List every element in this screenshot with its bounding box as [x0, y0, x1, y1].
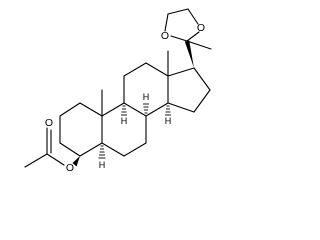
c17-wedge-bond [184, 40, 194, 68]
ring-b-bond [123, 102, 147, 117]
c5-h-label: H [99, 160, 106, 170]
ring-b-bond [101, 102, 125, 117]
acetyl-methyl-bond [24, 153, 48, 168]
ring-d-bond [167, 102, 195, 113]
ring-c-bond [145, 62, 169, 77]
dioxolane-bond [186, 31, 200, 42]
c9-h-label: H [121, 116, 128, 126]
ring-a-bond [59, 142, 81, 157]
structure-canvas: O O O O H H H H [24, 8, 212, 174]
ring-c-bond [145, 102, 169, 117]
ring-d-bond [167, 67, 195, 77]
ring-a-bond [79, 142, 103, 157]
ring-a-bond [59, 102, 81, 117]
ester-bond [46, 153, 65, 166]
steroid-structure-drawing: O O O O H H H H [24, 8, 212, 174]
c5-hash-bond [98, 145, 106, 159]
c14-h-label: H [165, 116, 172, 126]
dioxolane-bond [164, 13, 169, 32]
ketal-methyl-bond [186, 40, 212, 50]
carbonyl-oxygen-label: O [45, 117, 53, 129]
ring-d-bond [193, 67, 211, 91]
dioxolane-bond [187, 8, 199, 25]
ring-c-bond [123, 62, 147, 77]
ring-a-bond [79, 102, 103, 117]
dioxolane-bond [170, 35, 188, 42]
dioxolane-oxygen-left-label: O [161, 30, 169, 42]
ring-d-bond [193, 89, 211, 113]
c3-wedge-bond [72, 156, 80, 167]
dioxolane-oxygen-right-label: O [197, 22, 205, 34]
c9-hash-bond [121, 105, 127, 116]
ring-b-bond [123, 142, 147, 157]
ester-oxygen-label: O [66, 162, 74, 174]
c14-hash-bond [165, 105, 171, 116]
dioxolane-bond [167, 8, 189, 15]
ring-b-bond [101, 142, 125, 157]
c8-h-label: H [143, 92, 150, 102]
c8-hash-bond [143, 103, 149, 114]
